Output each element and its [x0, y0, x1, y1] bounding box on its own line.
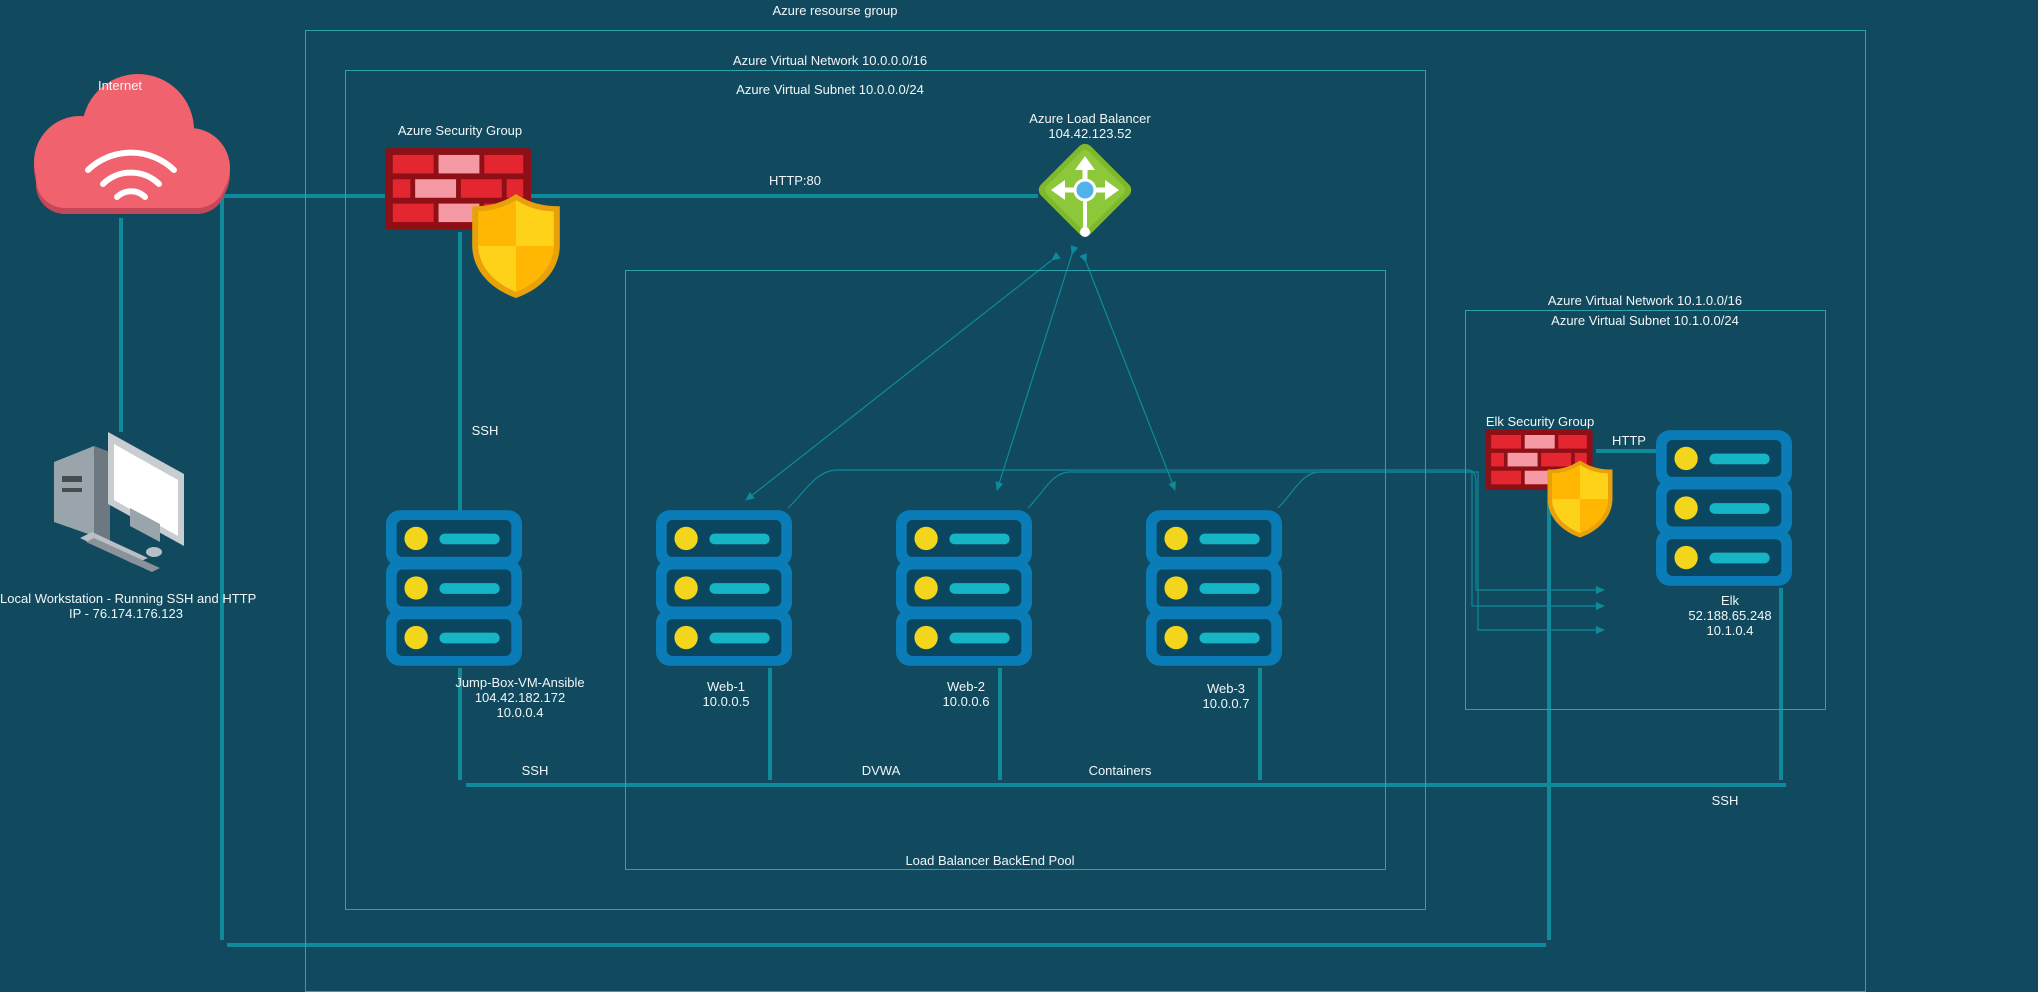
bus-ssh-label: SSH — [521, 763, 549, 778]
lb-to-web3-arrow — [1079, 253, 1176, 491]
workstation-icon — [54, 432, 184, 572]
resource-group-label: Azure resourse group — [772, 3, 898, 18]
http80-label: HTTP:80 — [768, 173, 821, 188]
load-balancer-label: Azure Load Balancer 104.42.123.52 — [1029, 111, 1151, 141]
web-to-elk-path-3 — [1277, 471, 1605, 634]
backend-pool-label: Load Balancer BackEnd Pool — [905, 853, 1075, 868]
vnet2-subnet-box — [1465, 310, 1826, 710]
jumpbox-label: Jump-Box-VM-Ansible 104.42.182.172 10.0.… — [455, 675, 585, 720]
vnet2-label: Azure Virtual Network 10.1.0.0/16 — [1547, 293, 1743, 308]
bus-dvwa-label: DVWA — [861, 763, 901, 778]
bus-containers-label: Containers — [1088, 763, 1152, 778]
ssh-vertical-label: SSH — [471, 423, 499, 438]
web-to-elk-path-1 — [787, 469, 1605, 594]
subnet2-label: Azure Virtual Subnet 10.1.0.0/24 — [1551, 313, 1739, 328]
web2-label: Web-2 10.0.0.6 — [942, 679, 990, 709]
lb-to-web2-arrow — [995, 245, 1079, 491]
subnet1-label: Azure Virtual Subnet 10.0.0.0/24 — [736, 82, 924, 97]
connection-lines — [119, 194, 1786, 947]
load-balancer-icon — [1038, 143, 1132, 237]
vnet1-label: Azure Virtual Network 10.0.0.0/16 — [732, 53, 928, 68]
elk-label: Elk 52.188.65.248 10.1.0.4 — [1688, 593, 1772, 638]
web1-label: Web-1 10.0.0.5 — [702, 679, 750, 709]
security-group-label: Azure Security Group — [397, 123, 523, 138]
ssh-right-label: SSH — [1711, 793, 1739, 808]
workstation-label: Local Workstation - Running SSH and HTTP… — [0, 591, 257, 621]
cloud-wifi-icon — [34, 74, 230, 214]
backend-pool-box — [625, 270, 1386, 870]
vnet1-subnet-box — [345, 70, 1426, 910]
elk-http-label: HTTP — [1612, 433, 1646, 448]
internet-label: Internet — [97, 78, 143, 93]
elk-security-group-label: Elk Security Group — [1485, 414, 1595, 429]
web3-label: Web-3 10.0.0.7 — [1202, 681, 1250, 711]
